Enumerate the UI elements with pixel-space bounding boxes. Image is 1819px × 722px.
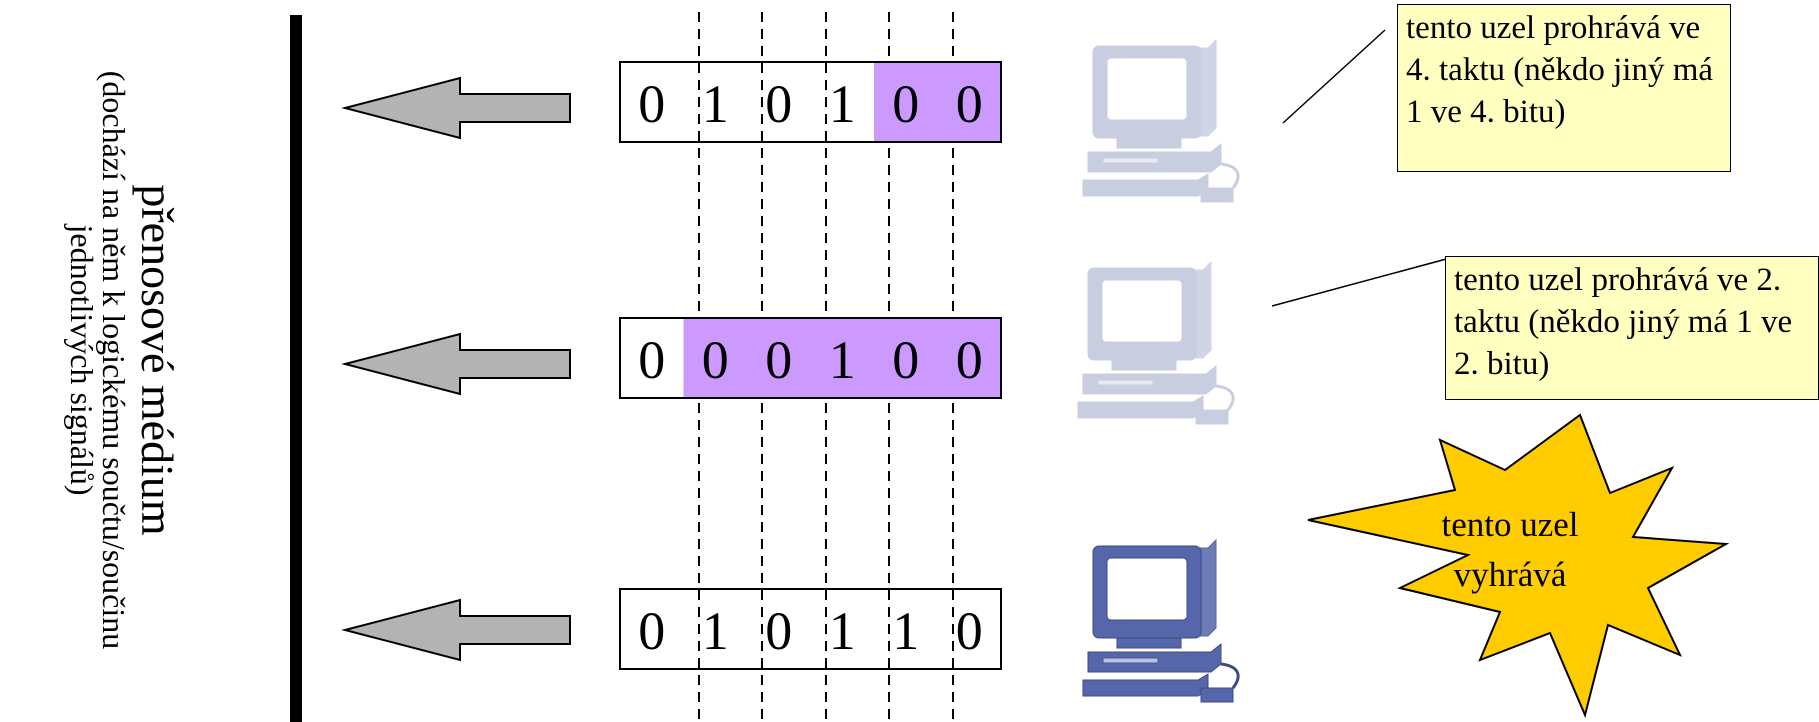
bit-highlight	[747, 318, 811, 398]
bit-value: 0	[638, 330, 665, 390]
bit-highlight	[874, 318, 938, 398]
bit-frame	[619, 588, 1002, 670]
arrow-left	[341, 76, 571, 140]
bit-value: 1	[829, 601, 856, 661]
bit-highlight	[937, 318, 1001, 398]
note-loses-4th: tento uzel prohrává ve 4. taktu (někdo j…	[1397, 4, 1731, 172]
bit-highlight	[810, 318, 874, 398]
bit-value: 1	[829, 74, 856, 134]
bit-frame	[619, 61, 1002, 143]
arrow-left	[341, 332, 571, 396]
bit-value: 1	[702, 74, 729, 134]
medium-bar	[290, 15, 302, 722]
bit-value: 0	[892, 74, 919, 134]
bit-value: 0	[956, 74, 983, 134]
bit-value: 1	[892, 601, 919, 661]
bit-highlight	[874, 62, 938, 142]
arrow-left	[341, 598, 571, 662]
computer-icon	[1081, 538, 1240, 704]
callout-line	[1282, 29, 1386, 124]
bit-frame	[619, 317, 1002, 399]
winner-star	[1307, 413, 1730, 719]
bit-highlight	[683, 318, 747, 398]
arrows	[341, 76, 571, 662]
bit-value: 1	[702, 601, 729, 661]
bit-value: 0	[765, 601, 792, 661]
bit-value: 0	[765, 330, 792, 390]
medium-title: přenosové médium	[132, 184, 183, 536]
bit-value: 0	[892, 330, 919, 390]
medium-subtitle: (dochází na něm k logickému součtu/souči…	[64, 70, 132, 650]
bit-value: 0	[638, 74, 665, 134]
bit-value: 0	[765, 74, 792, 134]
bit-value: 0	[638, 601, 665, 661]
note-loses-2nd: tento uzel prohrává ve 2. taktu (někdo j…	[1445, 256, 1819, 400]
callout-line	[1271, 257, 1451, 307]
computer-icon	[1076, 260, 1235, 426]
bit-value: 0	[702, 330, 729, 390]
bit-highlight	[937, 62, 1001, 142]
bit-value: 0	[956, 330, 983, 390]
computer-icon	[1081, 38, 1240, 204]
winner-label: tento uzel vyhrává	[1441, 505, 1579, 594]
bit-value: 1	[829, 330, 856, 390]
bit-value: 0	[956, 601, 983, 661]
medium-label: přenosové médium (dochází na něm k logic…	[60, 50, 183, 670]
